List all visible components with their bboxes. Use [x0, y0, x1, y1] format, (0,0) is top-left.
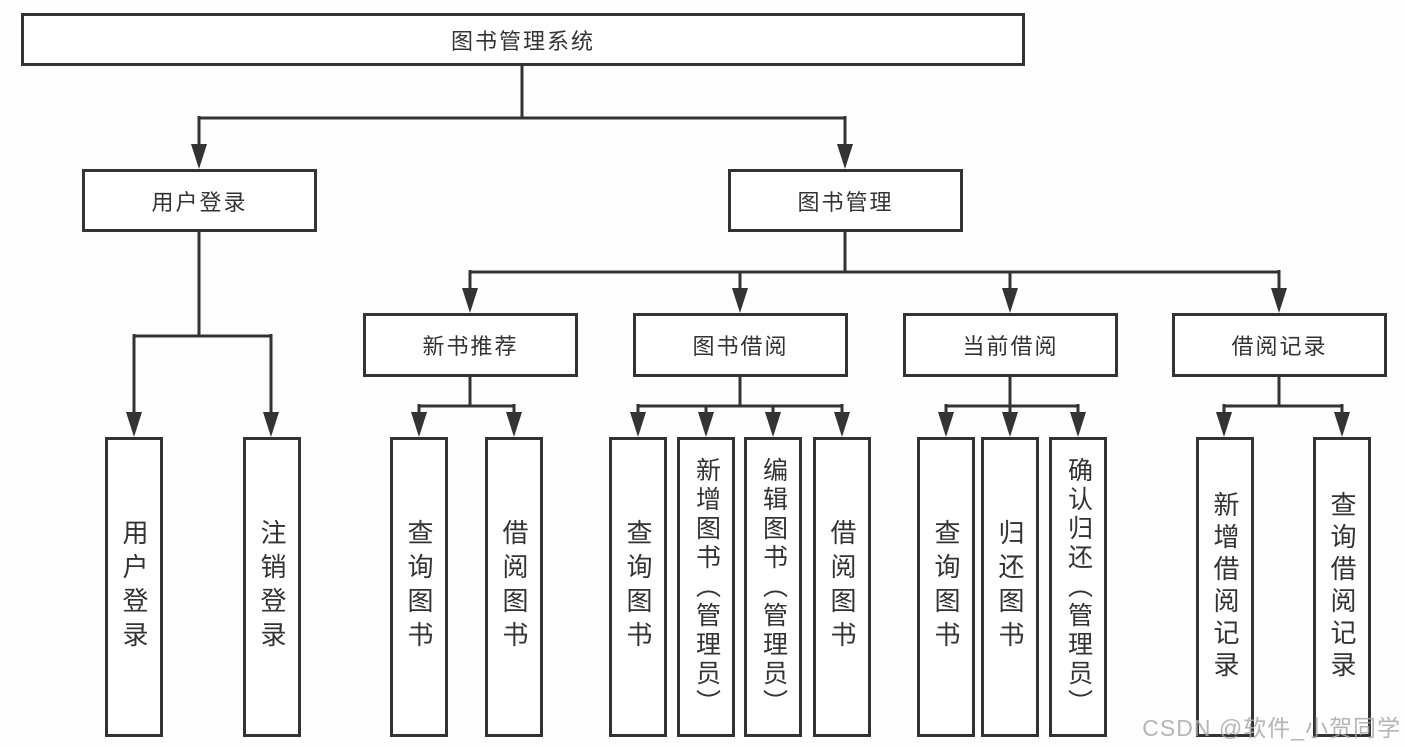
leaf-borrow-books: 借阅图书: [813, 437, 871, 737]
node-root-system: 图书管理系统: [21, 13, 1025, 66]
leaf-borrow-books-recommend: 借阅图书: [485, 437, 543, 737]
node-borrow-records: 借阅记录: [1172, 313, 1387, 377]
leaf-query-books-borrow: 查询图书: [609, 437, 667, 737]
leaf-query-books-recommend: 查询图书: [390, 437, 448, 737]
leaf-user-login: 用户登录: [105, 437, 163, 737]
leaf-edit-books-admin: 编辑图书（管理员）: [744, 437, 802, 737]
leaf-query-borrow-record: 查询借阅记录: [1313, 437, 1371, 737]
watermark: CSDN @软件_小贺同学: [1142, 715, 1401, 741]
leaf-query-books-current: 查询图书: [917, 437, 975, 737]
node-book-management: 图书管理: [728, 169, 963, 232]
node-current-borrow: 当前借阅: [903, 313, 1118, 377]
leaf-confirm-return-admin: 确认归还（管理员）: [1049, 437, 1107, 737]
leaf-add-borrow-record: 新增借阅记录: [1196, 437, 1254, 737]
node-user-login: 用户登录: [82, 169, 317, 232]
node-new-book-recommend: 新书推荐: [363, 313, 578, 377]
leaf-add-books-admin: 新增图书（管理员）: [677, 437, 735, 737]
leaf-return-books: 归还图书: [981, 437, 1039, 737]
leaf-logout: 注销登录: [243, 437, 301, 737]
arrowheads: [126, 144, 1350, 437]
node-book-borrow: 图书借阅: [633, 313, 848, 377]
